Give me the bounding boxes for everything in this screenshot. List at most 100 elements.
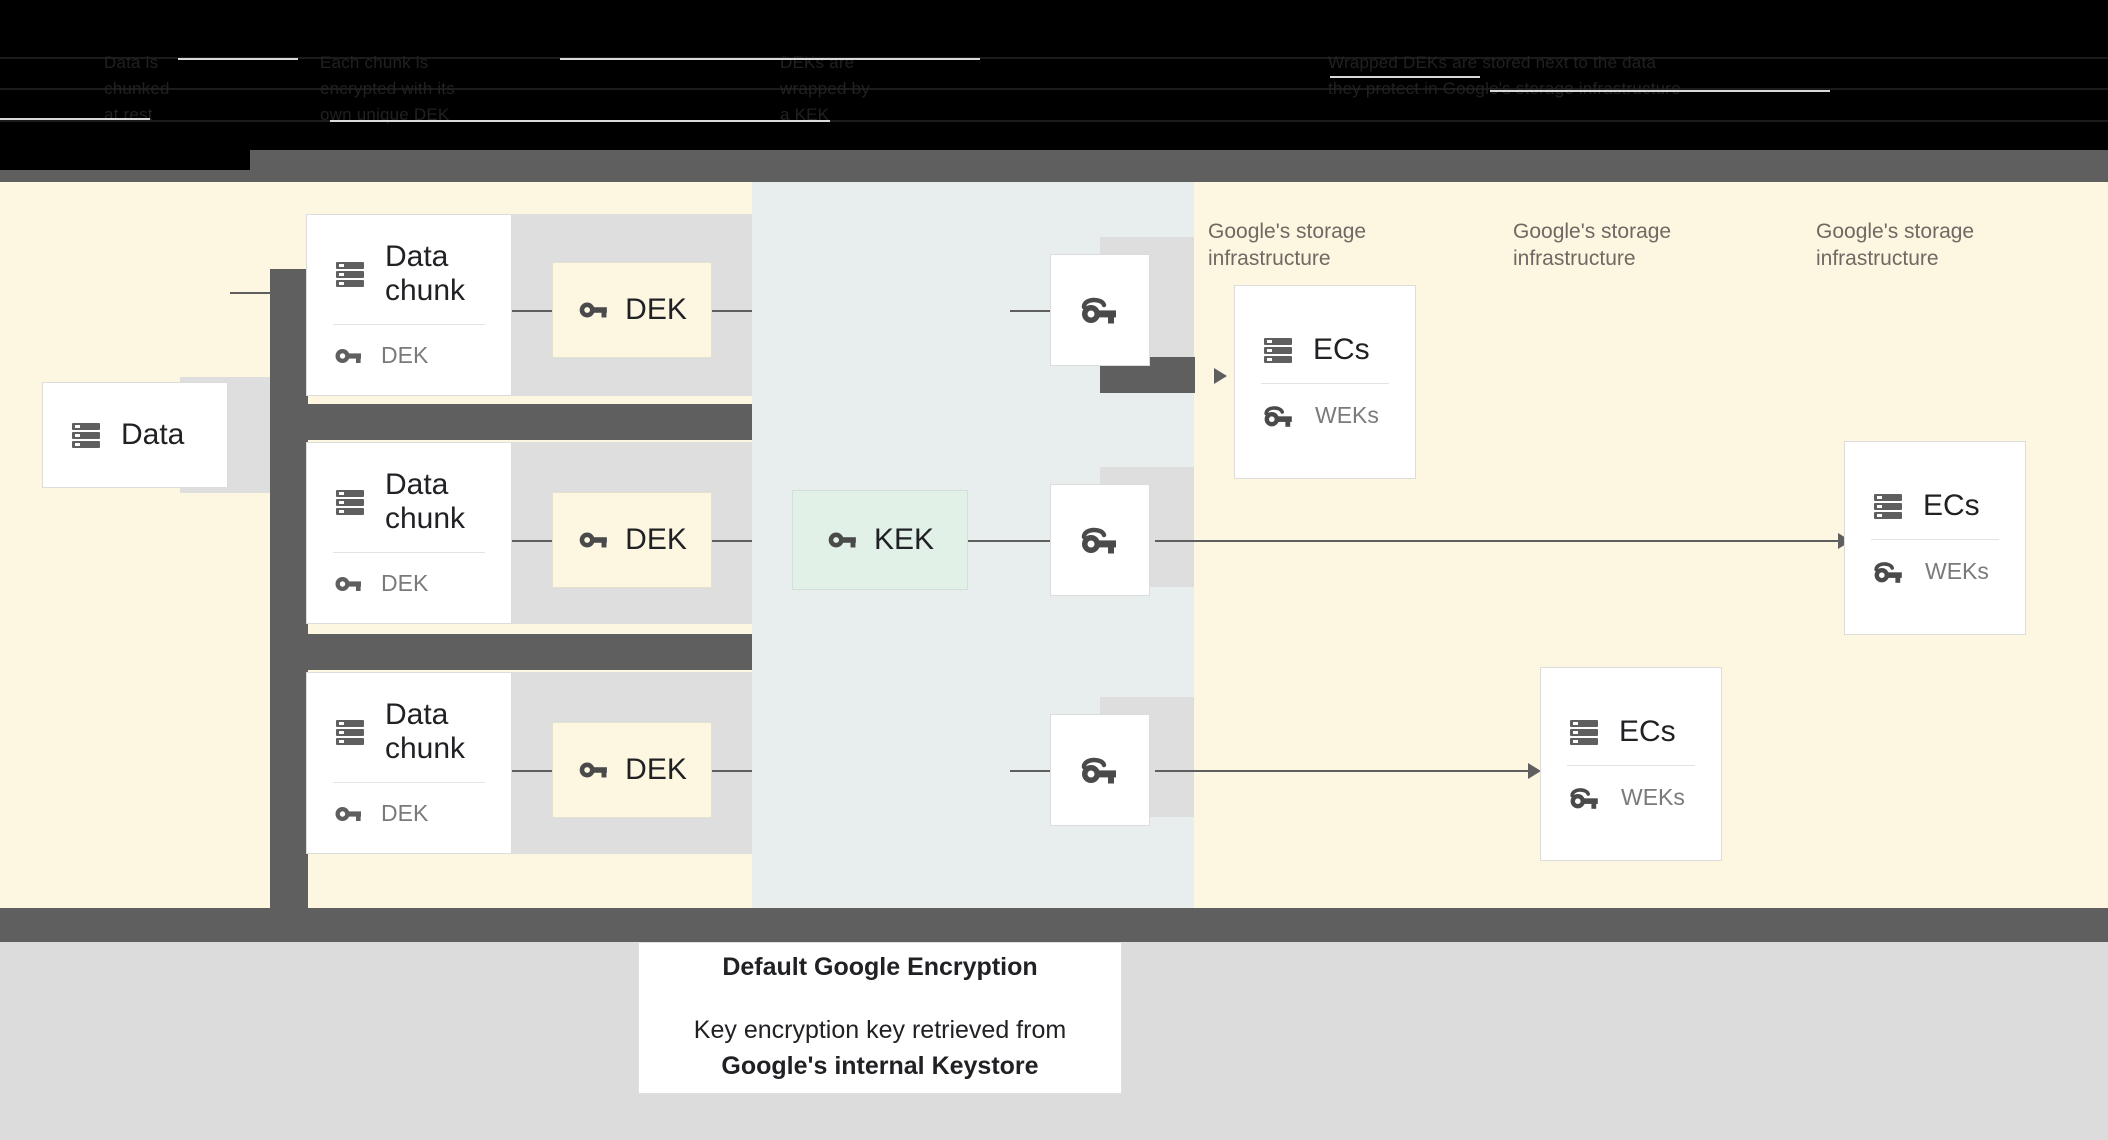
card-ecs-key-row: WEKs [1845,556,2025,588]
header-line: at rest [104,105,153,124]
card-ecs-key-label: WEKs [1925,558,1989,584]
server-stack-icon [333,485,367,519]
diagram-canvas: Data Data chunk [0,182,2108,949]
tile-wrapped-key[interactable] [1050,714,1150,826]
box-kek-label: KEK [873,523,935,556]
wrapped-key-icon [1567,782,1603,814]
box-dek-label: DEK [625,753,687,786]
box-dek-label: DEK [625,293,687,326]
key-icon [826,524,858,556]
caption-line-2: Google's internal Keystore [721,1051,1039,1080]
zone-label-storage: Google's storage infrastructure [1513,220,1672,270]
frame-top-bar [0,150,2108,182]
card-divider [1567,764,1695,766]
card-divider [333,551,485,553]
card-data[interactable]: Data [42,382,228,488]
card-chunk-row: Data chunk [307,468,511,536]
header-line: Each chunk is [320,53,429,72]
header-line: a KEK [780,105,830,124]
header-line: own unique DEK [320,105,450,124]
server-stack-icon [1261,333,1295,367]
fanout-bracket-arm [270,634,752,670]
wire-chunk-to-dek [512,540,552,542]
wrapped-key-icon [1261,400,1297,432]
header-col-4: Wrapped DEKs are stored next to the data… [1328,50,1681,102]
header-line: they protect in Google's storage infrast… [1328,79,1681,98]
card-ecs-key-label: WEKs [1315,402,1379,428]
key-icon [333,569,363,599]
card-data-title: Data [121,418,185,451]
zone-label-storage: Google's storage infrastructure [1816,220,1975,270]
card-divider [333,781,485,783]
server-stack-icon [69,418,103,452]
card-ecs[interactable]: ECs WEKs [1234,285,1416,479]
caption-title: Default Google Encryption [722,952,1038,981]
caption-card: Default Google Encryption Key encryption… [638,942,1122,1094]
key-icon [577,754,609,786]
arrowhead-icon [1214,368,1227,384]
card-ecs[interactable]: ECs WEKs [1844,441,2026,635]
card-ecs-key-row: WEKs [1541,782,1721,814]
card-chunk-row: Data chunk [307,240,511,308]
card-chunk-title: Data chunk [385,697,466,765]
card-divider [333,323,485,325]
wire-data-to-chunks [230,292,290,294]
card-ecs-key-row: WEKs [1235,400,1415,432]
card-chunk-key-row: DEK [307,341,511,371]
header-line: wrapped by [780,79,870,98]
box-dek[interactable]: DEK [552,492,712,588]
header-line: chunked [104,79,170,98]
wire-dek-to-kek [712,310,752,312]
key-icon [333,799,363,829]
header-line: Data is [104,53,159,72]
header-col-3: DEKs are wrapped by a KEK [780,50,870,128]
wire-kek-to-wrapped [968,540,1050,542]
key-icon [577,294,609,326]
card-divider [1261,382,1389,384]
arrowhead-icon [1528,763,1541,779]
server-stack-icon [333,715,367,749]
wire-dek-to-kek [712,770,752,772]
wire-wrapped-to-ecs [1155,770,1530,772]
card-data-chunk[interactable]: Data chunk DEK [306,442,512,624]
wrapped-key-icon [1078,750,1122,790]
frame-notch [0,150,250,170]
header-band: Data is chunked at rest Each chunk is en… [0,0,2108,160]
wrapped-key-icon [1078,290,1122,330]
server-stack-icon [1871,489,1905,523]
key-icon [333,341,363,371]
card-ecs-row: ECs [1541,715,1721,749]
card-data-chunk[interactable]: Data chunk DEK [306,214,512,396]
box-dek[interactable]: DEK [552,262,712,358]
tile-wrapped-key[interactable] [1050,484,1150,596]
card-chunk-row: Data chunk [307,698,511,766]
box-dek[interactable]: DEK [552,722,712,818]
key-icon [577,524,609,556]
tile-wrapped-key[interactable] [1050,254,1150,366]
card-chunk-key-label: DEK [381,570,429,596]
wire-kek-to-wrapped [1010,310,1050,312]
fanout-bracket-arm [270,404,752,440]
header-col-2: Each chunk is encrypted with its own uni… [320,50,455,128]
header-line: Wrapped DEKs are stored next to the data [1328,53,1657,72]
card-chunk-title: Data chunk [385,239,466,307]
wire-chunk-to-dek [512,770,552,772]
wrapped-key-icon [1078,520,1122,560]
card-chunk-key-label: DEK [381,800,429,826]
box-kek[interactable]: KEK [792,490,968,590]
wire-wrapped-to-ecs-long [1155,540,1840,542]
card-chunk-key-label: DEK [381,342,429,368]
caption-line-1: Key encryption key retrieved from [693,1015,1067,1044]
card-ecs-row: ECs [1845,489,2025,523]
header-line: DEKs are [780,53,855,72]
card-chunk-key-row: DEK [307,569,511,599]
card-data-chunk[interactable]: Data chunk DEK [306,672,512,854]
card-data-row: Data [43,418,227,452]
card-chunk-key-row: DEK [307,799,511,829]
caption-body: Key encryption key retrieved from Google… [694,1012,1066,1084]
wire-kek-to-wrapped [1010,770,1050,772]
server-stack-icon [1567,715,1601,749]
card-ecs[interactable]: ECs WEKs [1540,667,1722,861]
card-divider [1871,538,1999,540]
